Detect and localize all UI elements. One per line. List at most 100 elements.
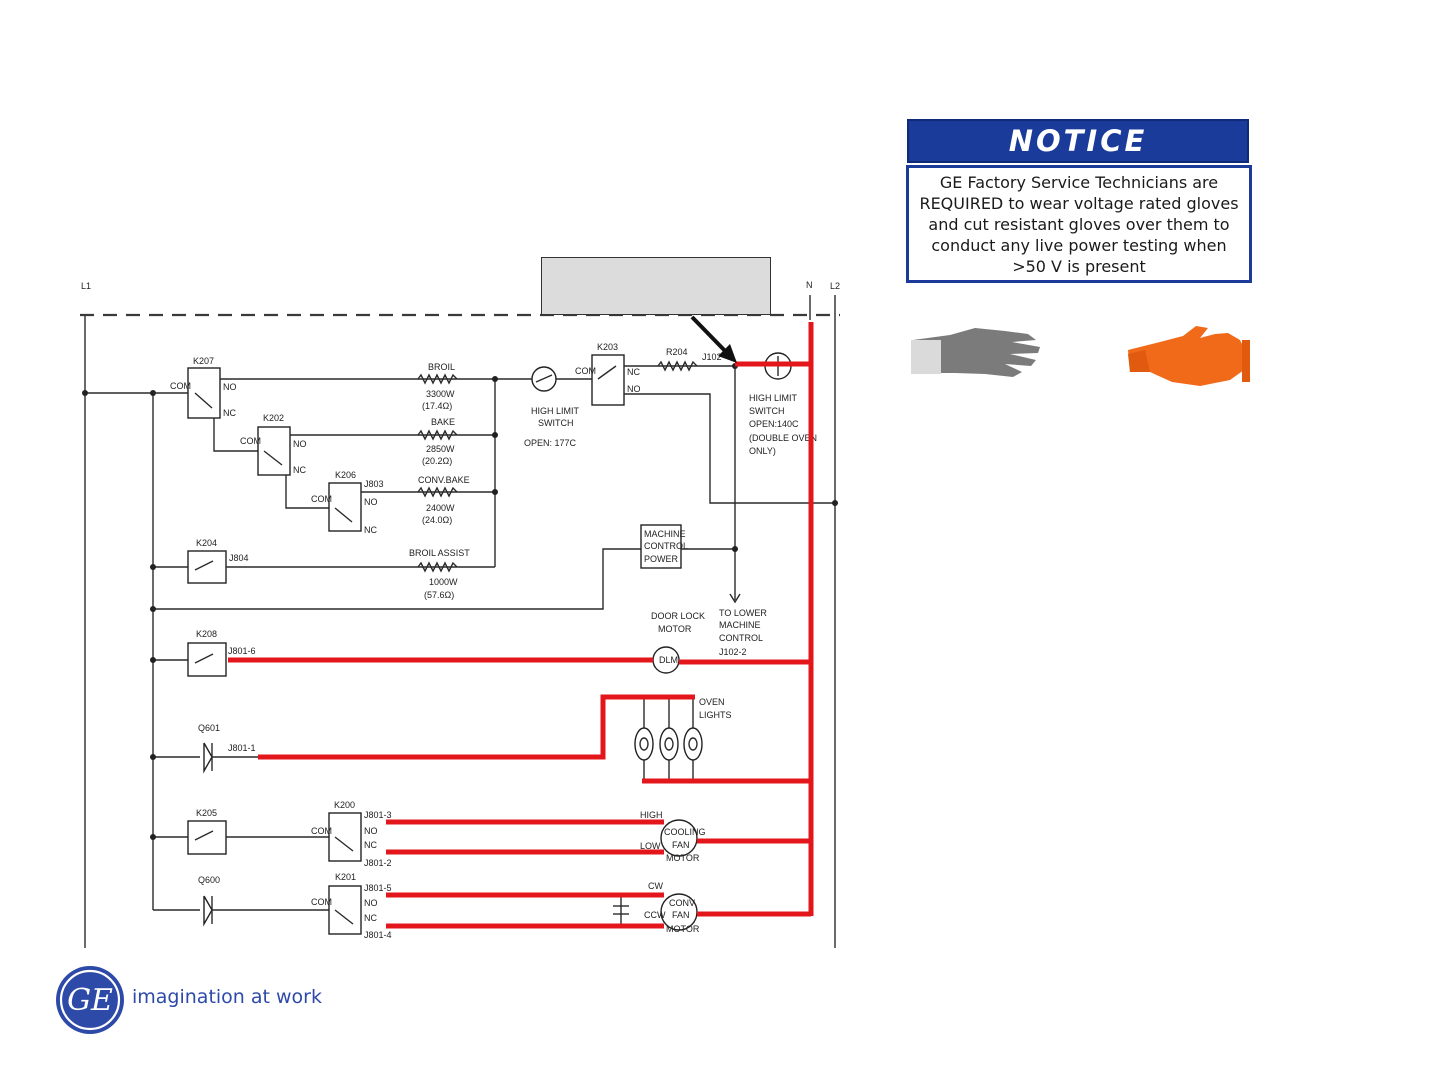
cooling-fan-line2: FAN bbox=[672, 840, 690, 850]
machine-control-line1: MACHINE bbox=[644, 529, 686, 539]
j801-1-label: J801-1 bbox=[228, 743, 256, 753]
switch-arm bbox=[263, 450, 283, 466]
relay-k201 bbox=[328, 885, 362, 935]
conv-bake-element bbox=[417, 486, 458, 498]
k202-com-label: COM bbox=[240, 436, 261, 446]
broil-assist-name: BROIL ASSIST bbox=[409, 548, 470, 558]
relay-k208 bbox=[187, 642, 227, 677]
callout-box bbox=[541, 257, 771, 315]
bake-name: BAKE bbox=[431, 417, 455, 427]
machine-control-power bbox=[640, 524, 682, 569]
conv-bake-ohms: (24.0Ω) bbox=[422, 515, 452, 525]
relay-k200 bbox=[328, 812, 362, 862]
high-limit-1-open: OPEN: 177C bbox=[524, 438, 577, 448]
bake-element bbox=[417, 429, 458, 441]
cooling-fan-line3: MOTOR bbox=[666, 853, 700, 863]
relay-k203 bbox=[591, 354, 625, 406]
notice-panel: NOTICE GE Factory Service Technicians ar… bbox=[906, 119, 1252, 283]
machine-control-line3: POWER bbox=[644, 554, 679, 564]
k200-label: K200 bbox=[334, 800, 355, 810]
k203-com-label: COM bbox=[575, 366, 596, 376]
switch-arm bbox=[194, 560, 214, 571]
junction-dot bbox=[492, 376, 498, 382]
tagline: imagination at work bbox=[132, 986, 322, 1008]
ge-monogram-icon: GE bbox=[56, 966, 124, 1034]
junction-dot bbox=[492, 489, 498, 495]
switch-arm bbox=[535, 374, 553, 383]
j801-5-label: J801-5 bbox=[364, 883, 392, 893]
l2-label: L2 bbox=[830, 281, 840, 291]
relay-k207 bbox=[187, 367, 221, 419]
n-label: N bbox=[806, 280, 813, 290]
door-lock-line1: DOOR LOCK bbox=[651, 611, 705, 621]
oven-lights-line2: LIGHTS bbox=[699, 710, 732, 720]
cooling-fan-low: LOW bbox=[640, 841, 661, 851]
conv-fan-ccw: CCW bbox=[644, 910, 666, 920]
oven-light-bulb bbox=[634, 727, 654, 761]
cooling-fan-motor bbox=[660, 819, 698, 857]
cooling-fan-line1: COOLING bbox=[664, 827, 706, 837]
j801-4-label: J801-4 bbox=[364, 930, 392, 940]
k206-no-label: NO bbox=[364, 497, 378, 507]
junction-dot bbox=[150, 564, 156, 570]
relay-k204 bbox=[187, 550, 227, 584]
arrow-head bbox=[729, 593, 741, 604]
switch-arm bbox=[194, 653, 214, 664]
j801-2-label: J801-2 bbox=[364, 858, 392, 868]
k200-nc-label: NC bbox=[364, 840, 377, 850]
relay-k206 bbox=[328, 482, 362, 532]
notice-message: GE Factory Service Technicians are REQUI… bbox=[919, 172, 1239, 276]
conv-fan-line3: MOTOR bbox=[666, 924, 700, 934]
live-wire-oven-lights-feed bbox=[258, 694, 695, 760]
lower-control-line3: CONTROL bbox=[719, 633, 763, 643]
broil-assist-element bbox=[417, 561, 458, 573]
broil-watts: 3300W bbox=[426, 389, 455, 399]
switch-arm bbox=[334, 909, 354, 925]
k207-nc-wire bbox=[213, 418, 258, 452]
k206-nc-label: NC bbox=[364, 525, 377, 535]
triac-q601 bbox=[203, 742, 213, 774]
notice-title: NOTICE bbox=[1008, 124, 1148, 158]
voltage-rated-glove-icon bbox=[1128, 326, 1250, 386]
broil-assist-ohms: (57.6Ω) bbox=[424, 590, 454, 600]
k201-no-label: NO bbox=[364, 898, 378, 908]
high-limit-2-line1: HIGH LIMIT bbox=[749, 393, 798, 403]
k202-no-label: NO bbox=[293, 439, 307, 449]
junction-dot bbox=[150, 754, 156, 760]
junction-dot bbox=[150, 606, 156, 612]
notice-body: GE Factory Service Technicians are REQUI… bbox=[906, 165, 1252, 283]
lower-control-line4: J102-2 bbox=[719, 647, 747, 657]
k207-nc-label: NC bbox=[223, 408, 236, 418]
broil-ohms: (17.4Ω) bbox=[422, 401, 452, 411]
k207-label: K207 bbox=[193, 356, 214, 366]
junction-dot bbox=[492, 432, 498, 438]
junction-dot bbox=[832, 500, 838, 506]
q601-label: Q601 bbox=[198, 723, 220, 733]
high-limit-1-line1: HIGH LIMIT bbox=[531, 406, 580, 416]
dlm-symbol: DLM bbox=[659, 655, 678, 665]
r204-resistor bbox=[657, 360, 698, 372]
l1-label: L1 bbox=[81, 281, 91, 291]
j803-label: J803 bbox=[364, 479, 384, 489]
relay-k202 bbox=[257, 426, 291, 476]
k206-label: K206 bbox=[335, 470, 356, 480]
k207-com-label: COM bbox=[170, 381, 191, 391]
bake-watts: 2850W bbox=[426, 444, 455, 454]
callout-arrowhead bbox=[718, 344, 737, 363]
switch-arm bbox=[334, 836, 354, 852]
conv-fan-cw: CW bbox=[648, 881, 663, 891]
machine-control-line2: CONTROL bbox=[644, 541, 688, 551]
k205-label: K205 bbox=[196, 808, 217, 818]
high-limit-2-line3: OPEN:140C bbox=[749, 419, 799, 429]
k203-no-wire bbox=[624, 393, 835, 504]
broil-name: BROIL bbox=[428, 362, 455, 372]
k203-no-label: NO bbox=[627, 384, 641, 394]
k200-com-label: COM bbox=[311, 826, 332, 836]
relay-k205 bbox=[187, 820, 227, 855]
junction-dot bbox=[82, 390, 88, 396]
k201-label: K201 bbox=[335, 872, 356, 882]
callout-arrow bbox=[690, 315, 732, 358]
k202-label: K202 bbox=[263, 413, 284, 423]
oven-light-bulb bbox=[683, 727, 703, 761]
svg-text:GE: GE bbox=[67, 983, 113, 1018]
